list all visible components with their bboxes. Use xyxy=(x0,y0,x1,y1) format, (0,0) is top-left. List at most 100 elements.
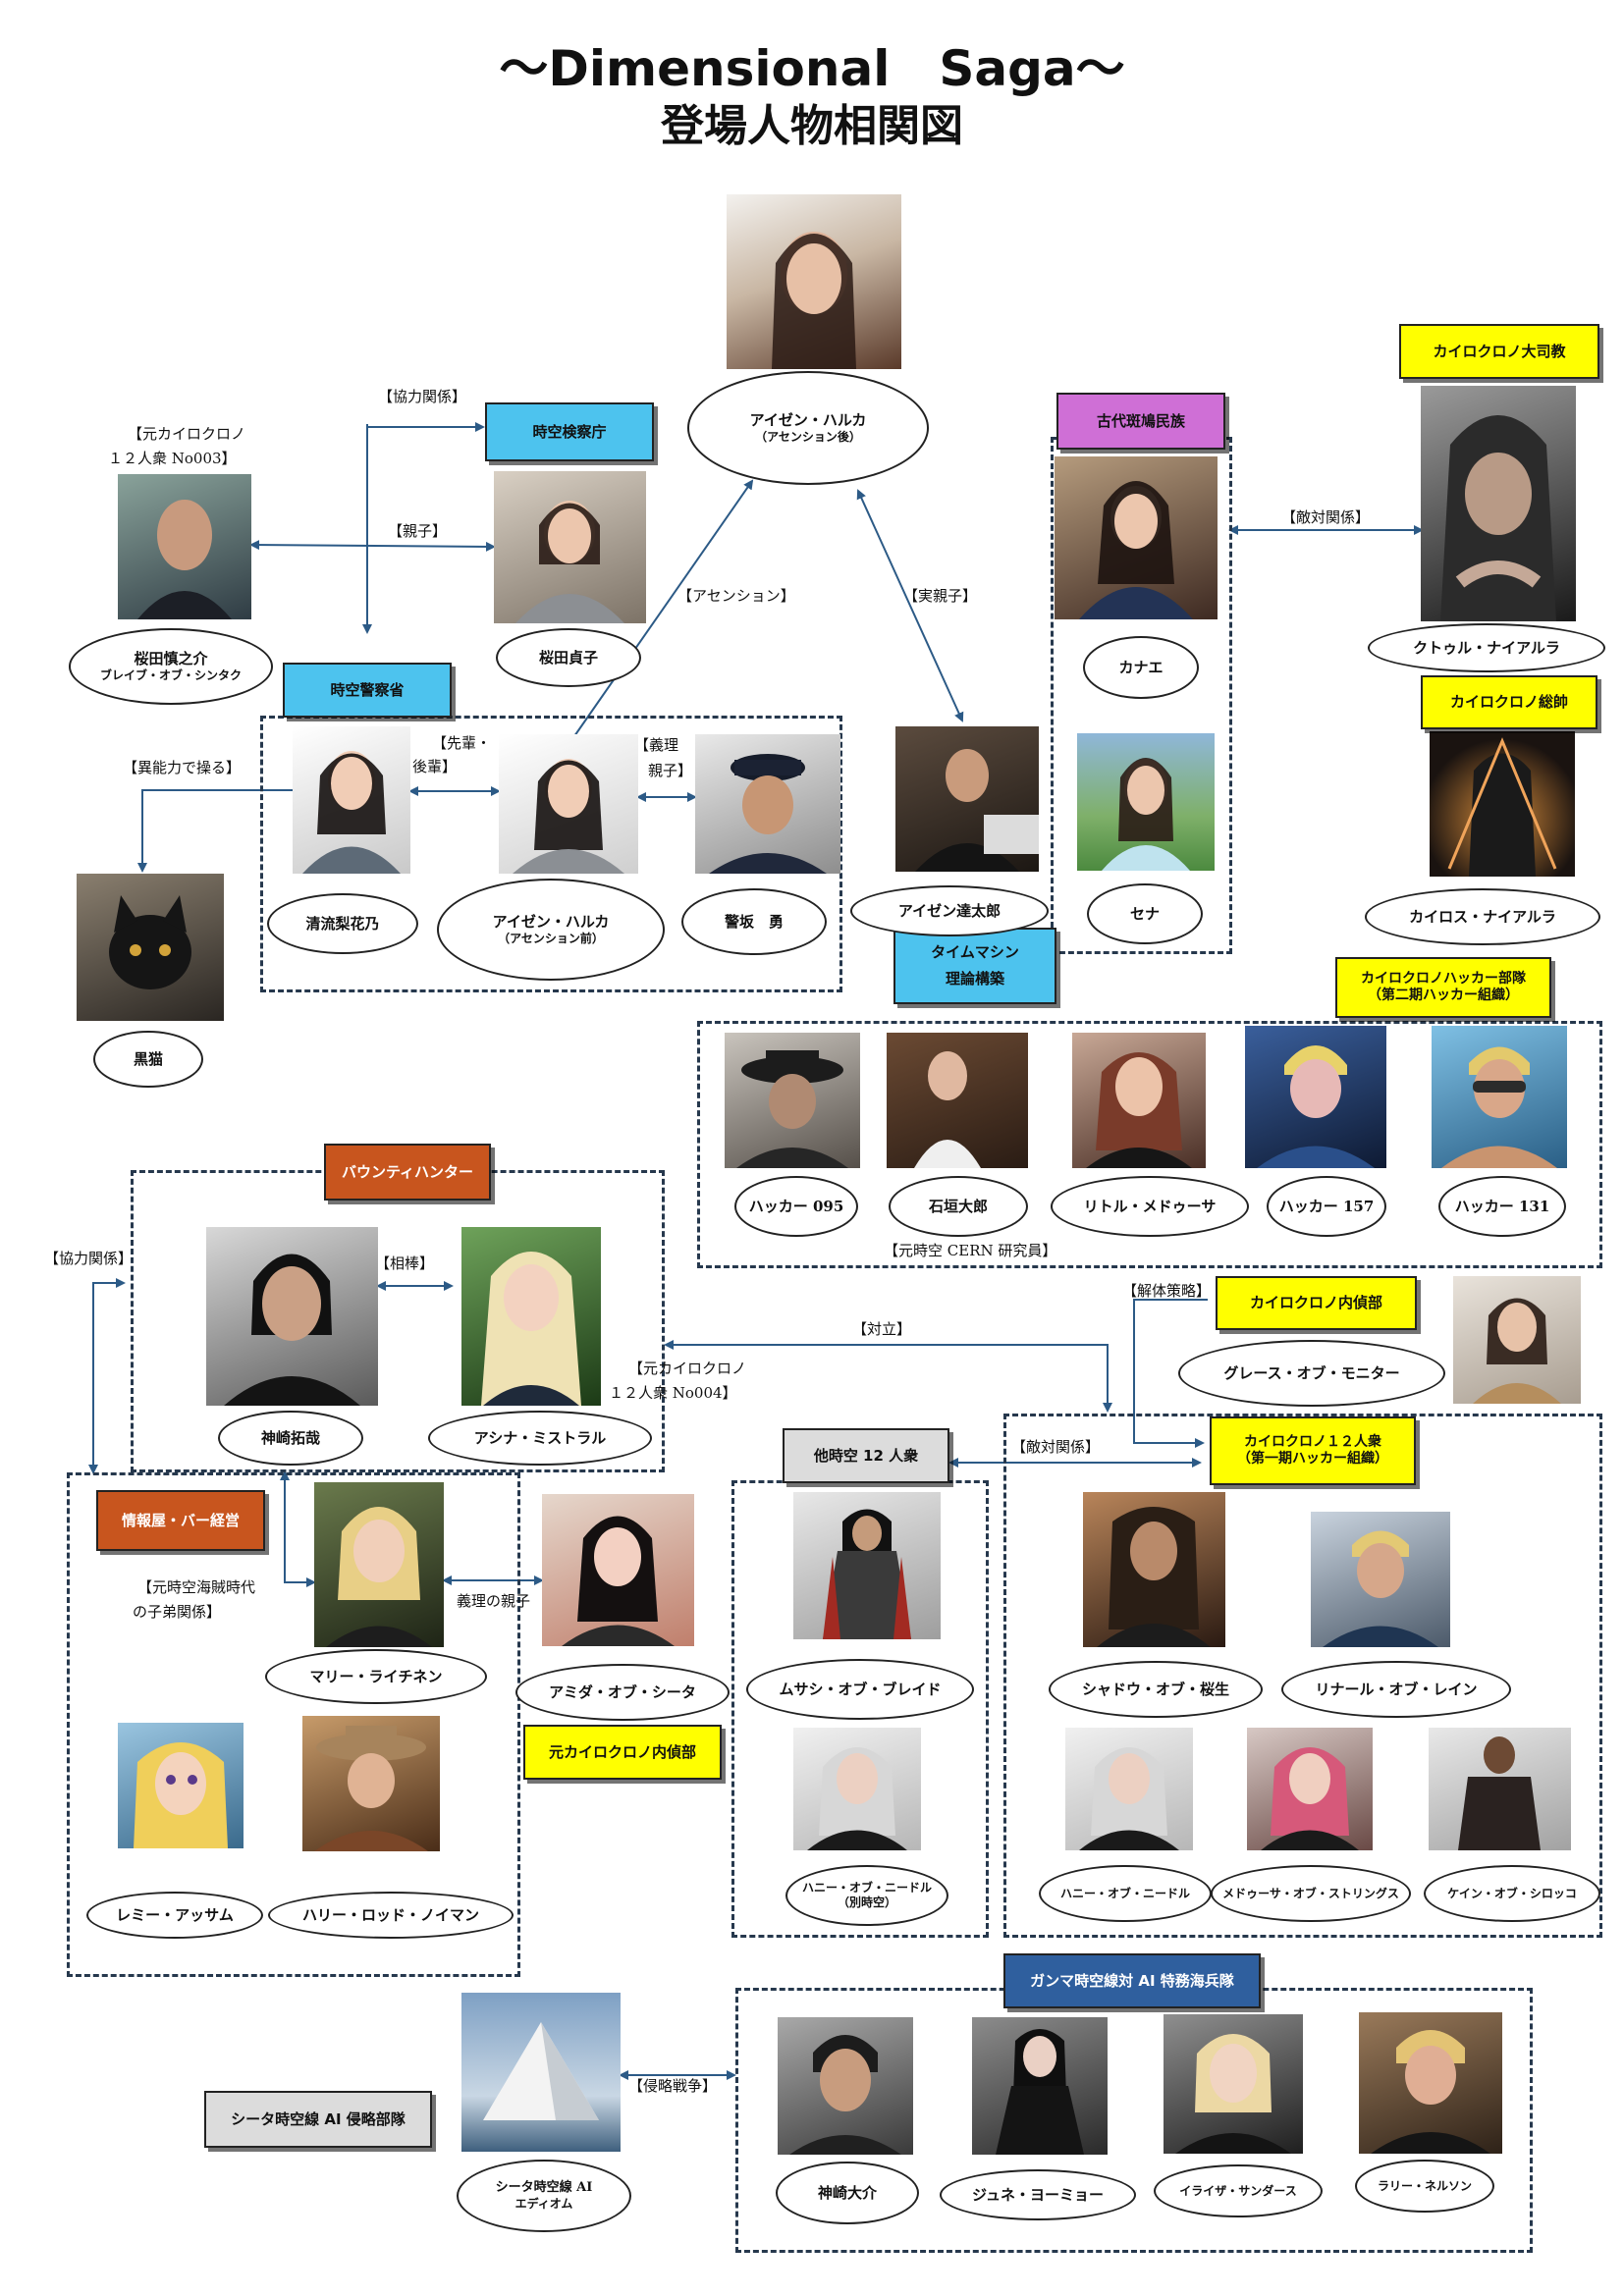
name-text: シャドウ・オブ・桜生 xyxy=(1081,1680,1229,1698)
name-tatsutaro: アイゼン達太郎 xyxy=(850,885,1049,936)
name-text: ムサシ・オブ・ブレイド xyxy=(779,1680,942,1698)
rel-oyako: 【親子】 xyxy=(388,522,448,540)
name-text: 神崎大介 xyxy=(817,2183,877,2202)
name-remy: レミー・アッサム xyxy=(86,1892,263,1939)
rel-kaizoku-2: の子弟関係】 xyxy=(133,1603,222,1621)
name-text: カイロス・ナイアルラ xyxy=(1409,907,1556,926)
group-hacker: カイロクロノハッカー部隊 （第二期ハッカー組織） xyxy=(1335,957,1551,1018)
name-text: 黒猫 xyxy=(133,1049,163,1068)
group-bounty: バウンティハンター xyxy=(324,1144,491,1201)
rel-aibou: 【相棒】 xyxy=(375,1255,435,1272)
name-text: イライザ・サンダース xyxy=(1179,2183,1297,2198)
name-text: ジュネ・ヨーミョー xyxy=(972,2185,1104,2204)
name-ishigaki: 石垣大郎 xyxy=(889,1176,1028,1237)
photo-elijah xyxy=(1164,2014,1303,2154)
photo-haruka-before xyxy=(499,734,638,874)
rel-senpai-1: 【先輩・ xyxy=(432,734,492,752)
name-seina: セナ xyxy=(1087,883,1203,944)
photo-larry xyxy=(1359,2012,1502,2154)
name-kein: ケイン・オブ・シロッコ xyxy=(1424,1865,1600,1922)
rel-moto-no004-1: 【元カイロクロノ xyxy=(628,1360,747,1377)
name-text: ハリー・ロッド・ノイマン xyxy=(301,1905,479,1924)
name-text: 石垣大郎 xyxy=(928,1197,988,1215)
line-ascension xyxy=(573,479,754,737)
line-kaizoku xyxy=(280,1470,316,1587)
name-ashina: アシナ・ミストラル xyxy=(428,1411,652,1466)
name-text: レミー・アッサム xyxy=(116,1905,234,1924)
group-moto-naitei: 元カイロクロノ内偵部 xyxy=(523,1725,722,1780)
photo-kein xyxy=(1429,1728,1571,1850)
twelve-line1: カイロクロノ１２人衆 xyxy=(1244,1433,1381,1450)
frame-keisatsu xyxy=(260,716,842,992)
group-jikuu-keisatsu: 時空警察省 xyxy=(283,663,452,718)
group-kodai-hanbato: 古代斑鳩民族 xyxy=(1056,393,1225,450)
group-soushi: カイロクロノ総帥 xyxy=(1421,675,1597,729)
name-text: クトゥル・ナイアルラ xyxy=(1413,638,1560,657)
photo-medusa xyxy=(1072,1033,1206,1168)
photo-grace xyxy=(1453,1276,1581,1404)
photo-kuroneko xyxy=(77,874,224,1021)
name-kairos: カイロス・ナイアルラ xyxy=(1365,888,1600,945)
name-haruka-before: アイゼン・ハルカ （アセンション前） xyxy=(437,879,665,981)
photo-keisaka xyxy=(695,734,840,874)
name-sub: （アセンション前） xyxy=(498,931,604,945)
rel-cern: 【元時空 CERN 研究員】 xyxy=(884,1242,1057,1259)
frame-hacker xyxy=(697,1021,1602,1268)
name-text: ハッカー 131 xyxy=(1454,1197,1550,1215)
name-text: アシナ・ミストラル xyxy=(473,1428,607,1447)
rel-moto-kairo-1: 【元カイロクロノ xyxy=(128,425,246,443)
rel-jitsu-oyako: 【実親子】 xyxy=(903,587,978,605)
group-joho: 情報屋・バー経営 xyxy=(96,1490,265,1551)
name-seiryu: 清流梨花乃 xyxy=(267,893,418,954)
line-tairitsu xyxy=(664,1340,1112,1413)
rel-kyoryoku-top: 【協力関係】 xyxy=(378,388,467,405)
name-sub: ブレイブ・オブ・シンタク xyxy=(99,667,242,682)
photo-tatsutaro xyxy=(895,726,1039,872)
name-h157: ハッカー 157 xyxy=(1267,1176,1386,1237)
name-text: 清流梨花乃 xyxy=(305,914,380,933)
name-daisuke: 神崎大介 xyxy=(776,2162,919,2224)
name-medusa: リトル・メドゥーサ xyxy=(1051,1176,1249,1237)
line-oyako xyxy=(249,540,496,552)
name-sakurada: 桜田慎之介 ブレイブ・オブ・シンタク xyxy=(69,628,273,705)
group-theta: シータ時空線 AI 侵略部隊 xyxy=(204,2091,432,2148)
rel-giri-musume: 義理の親子 xyxy=(457,1592,531,1610)
photo-sadako xyxy=(494,471,646,623)
photo-amida xyxy=(542,1494,694,1646)
name-text: ケイン・オブ・シロッコ xyxy=(1447,1886,1577,1900)
photo-pyramid xyxy=(461,1993,621,2152)
photo-rinaru xyxy=(1311,1512,1450,1647)
name-text: 神崎拓哉 xyxy=(260,1428,320,1447)
name-needle: ハニー・オブ・ニードル xyxy=(1039,1865,1212,1922)
name-text: ハッカー 157 xyxy=(1278,1197,1375,1215)
rel-giri-2: 親子】 xyxy=(648,762,693,779)
name-amida: アミダ・オブ・シータ xyxy=(515,1664,730,1721)
name-text: アイゼン・ハルカ xyxy=(749,411,867,430)
name-grace: グレース・オブ・モニター xyxy=(1178,1340,1445,1407)
name-keisaka: 警坂 勇 xyxy=(681,888,827,955)
photo-remy xyxy=(118,1723,244,1848)
group-twelve: カイロクロノ１２人衆 （第一期ハッカー組織） xyxy=(1210,1416,1416,1485)
name-elijah: イライザ・サンダース xyxy=(1154,2164,1323,2217)
photo-mari xyxy=(314,1482,444,1647)
photo-harry xyxy=(302,1716,440,1851)
line-jitsu-oyako xyxy=(856,489,964,722)
photo-shadow xyxy=(1083,1492,1225,1647)
name-text: メドゥーサ・オブ・ストリングス xyxy=(1222,1886,1399,1900)
frame-twelve xyxy=(1003,1414,1602,1938)
diagram-subtitle: 登場人物相関図 xyxy=(661,101,963,151)
name-sub: （アセンション後） xyxy=(755,429,861,444)
name-needle-other: ハニー・オブ・ニードル （別時空） xyxy=(785,1865,948,1926)
rel-tairitsu: 【対立】 xyxy=(852,1320,912,1338)
rel-tekitai-mid: 【敵対関係】 xyxy=(1011,1438,1101,1456)
name-june: ジュネ・ヨーミョー xyxy=(940,2169,1136,2220)
hacker-line2: （第二期ハッカー組織） xyxy=(1368,988,1519,1003)
name-musashi: ムサシ・オブ・ブレイド xyxy=(746,1659,974,1720)
group-other12: 他時空 12 人衆 xyxy=(783,1428,949,1483)
photo-cthulhu xyxy=(1421,386,1576,621)
name-rinaru: リナール・オブ・レイン xyxy=(1281,1661,1511,1718)
name-h095: ハッカー 095 xyxy=(734,1176,858,1237)
name-harry: ハリー・ロッド・ノイマン xyxy=(268,1892,514,1939)
rel-moto-no004-2: １２人衆 No004】 xyxy=(609,1384,737,1402)
